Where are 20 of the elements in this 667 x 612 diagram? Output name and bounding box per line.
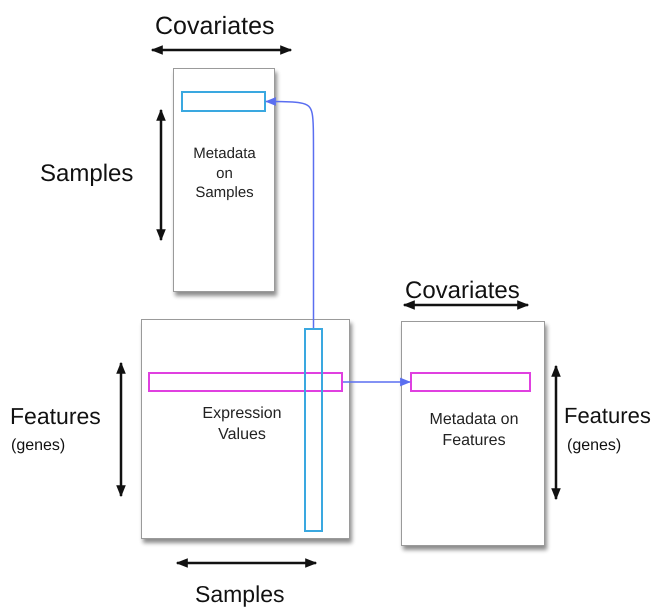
axis-label: Features xyxy=(564,403,651,429)
axis-label: (genes) xyxy=(11,437,66,455)
box-label: Metadata on Features xyxy=(428,410,520,451)
column-highlight xyxy=(304,328,323,532)
axis-label: Samples xyxy=(40,160,134,188)
data-matrix-box xyxy=(141,319,350,539)
data-table-box xyxy=(173,68,275,292)
row-highlight xyxy=(181,91,266,112)
axis-label: Features xyxy=(10,403,101,430)
arrow xyxy=(343,378,412,386)
data-table-box xyxy=(401,321,545,546)
axis-label: Samples xyxy=(195,581,284,608)
axis-label: Covariates xyxy=(405,277,520,305)
arrow xyxy=(264,97,314,328)
axis-label: (genes) xyxy=(567,437,622,455)
axis-label: Covariates xyxy=(155,12,274,41)
box-label: Expression Values xyxy=(201,404,283,445)
row-highlight xyxy=(148,372,343,392)
row-highlight xyxy=(410,372,531,392)
box-label: Metadata on Samples xyxy=(192,144,257,202)
